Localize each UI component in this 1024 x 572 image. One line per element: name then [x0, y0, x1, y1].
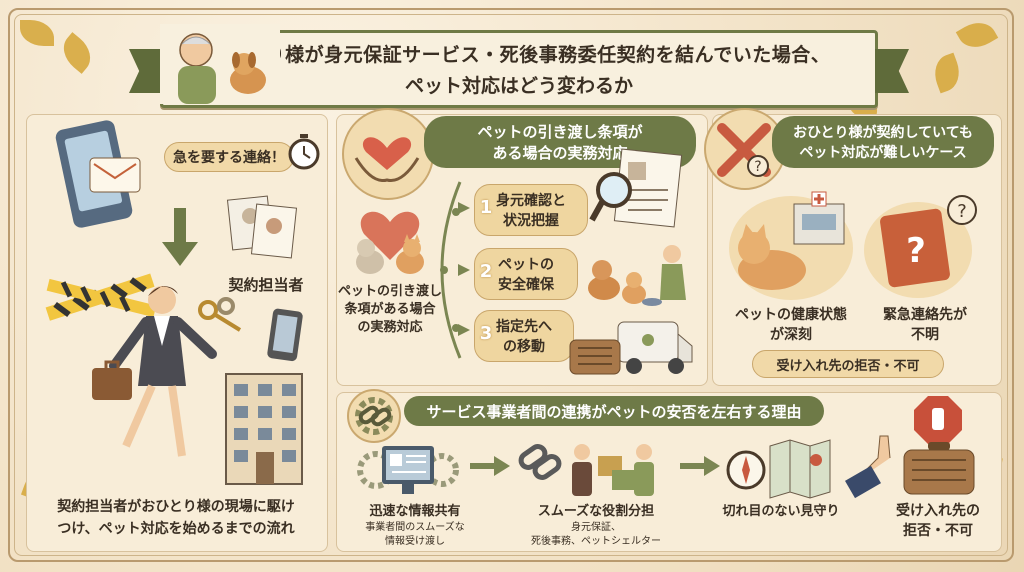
- item-4-line-2: 拒否・不可: [903, 523, 973, 539]
- right-header-pill: おひとり様が契約していても ペット対応が難しいケース: [772, 116, 994, 168]
- step-1-line-2: 状況把握: [503, 213, 559, 229]
- apartment-building-icon: [225, 373, 303, 485]
- center-side-caption-line-1: ペットの引き渡し: [338, 284, 443, 299]
- flow-arrow-2-head: [704, 456, 720, 476]
- step-1-tag: 身元確認と 状況把握: [474, 184, 588, 236]
- smartphone-message-icon: [55, 120, 141, 228]
- stop-hand-carrier-illustration: [845, 396, 975, 499]
- heart-in-hands-icon: [354, 137, 420, 183]
- center-side-caption-line-2: 条項がある場合: [344, 302, 436, 317]
- vet-clinic-sick-cat-illustration: [729, 191, 853, 300]
- step-arrow-3: [458, 324, 470, 336]
- outer-frame: [8, 8, 1014, 562]
- inner-frame: [14, 14, 1008, 556]
- caution-tape-icon: [45, 273, 157, 321]
- compass-map-icon: [726, 439, 831, 499]
- heart-with-pets-illustration: [356, 211, 424, 274]
- step-arrow-2: [458, 264, 470, 276]
- pet-carrier-van-illustration: [569, 321, 693, 375]
- bottom-header-pill: サービス事業者間の連携がペットの安否を左右する理由: [404, 396, 824, 426]
- title-line-2: ペット対応はどう変わるか: [404, 75, 633, 97]
- step-2-tag: ペットの 安全確保: [474, 248, 578, 300]
- chain-gear-icon: [347, 389, 401, 443]
- step-1-line-1: 身元確認と: [496, 193, 566, 209]
- down-arrow-icon: [162, 208, 198, 266]
- flow-arrow-1-head: [494, 456, 510, 476]
- item-2-sub-2: 死後事務、ペットシェルター: [531, 536, 661, 547]
- step-3-line-2: の移動: [503, 339, 545, 355]
- item-1-sub-2: 情報受け渡し: [385, 536, 445, 547]
- case-1-line-2: が深刻: [770, 327, 812, 343]
- right-header-line-1: おひとり様が契約していても: [792, 125, 974, 141]
- refusal-tag: 受け入れ先の拒否・不可: [752, 350, 944, 378]
- step-arrow-1: [458, 202, 470, 214]
- center-side-caption-line-3: の実務対応: [357, 320, 423, 335]
- left-caption-line-2: つけ、ペット対応を始めるまでの流れ: [57, 521, 295, 537]
- right-header-line-2: ペット対応が難しいケース: [799, 145, 967, 161]
- case-2-line-2: 不明: [911, 327, 939, 343]
- svg-text:?: ?: [754, 159, 761, 175]
- flow-arrow-1-shaft: [470, 463, 496, 469]
- alarm-clock-icon: [288, 134, 320, 170]
- step-3-number: 3: [479, 323, 493, 344]
- item-1-title: 迅速な情報共有: [369, 504, 461, 519]
- left-caption-line-1: 契約担当者がおひとり様の現場に駆け: [57, 499, 295, 515]
- title-line-1: おひとり様が身元保証サービス・死後事務委任契約を結んでいた場合、: [207, 44, 831, 66]
- address-book-question-icon: ? ?: [864, 195, 977, 298]
- case-2-line-1: 緊急連絡先が: [883, 307, 967, 323]
- step-2-number: 2: [479, 261, 493, 282]
- document-magnifier-icon: [589, 148, 683, 228]
- item-4-line-1: 受け入れ先の: [896, 503, 980, 519]
- mobile-phone-icon: [267, 308, 303, 362]
- item-2-sub-1: 身元保証、: [571, 522, 621, 533]
- urgent-contact-tag: 急を要する連絡！: [164, 142, 294, 172]
- id-cards-icon: [226, 195, 298, 259]
- running-businesswoman-illustration: [92, 286, 217, 457]
- step-2-line-1: ペットの: [498, 257, 554, 273]
- svg-text:?: ?: [957, 201, 967, 222]
- item-2-title: スムーズな役割分担: [537, 504, 655, 519]
- case-1-line-1: ペットの健康状態: [735, 307, 847, 323]
- step-1-number: 1: [479, 197, 493, 218]
- flow-arrow-2-shaft: [680, 463, 706, 469]
- step-3-line-1: 指定先へ: [496, 319, 552, 335]
- step-3-tag: 指定先へ の移動: [474, 310, 574, 362]
- item-1-sub-1: 事業者間のスムーズな: [365, 522, 465, 533]
- feeding-pets-illustration: [588, 245, 686, 306]
- keys-icon: [198, 297, 242, 332]
- red-x-icon: ?: [717, 123, 771, 177]
- elderly-man-with-dog-illustration: [160, 24, 280, 104]
- step-2-line-2: 安全確保: [498, 277, 554, 293]
- chain-puzzle-team-illustration: [518, 444, 654, 496]
- flow-curve-connector: [440, 181, 462, 359]
- center-header-line-2: ある場合の実務対応: [492, 144, 628, 162]
- item-3-title: 切れ目のない見守り: [722, 504, 840, 519]
- svg-text:?: ?: [906, 231, 926, 271]
- contract-person-label: 契約担当者: [228, 276, 304, 294]
- monitor-gear-icon: [357, 446, 459, 494]
- center-header-line-1: ペットの引き渡し条項が: [477, 123, 643, 141]
